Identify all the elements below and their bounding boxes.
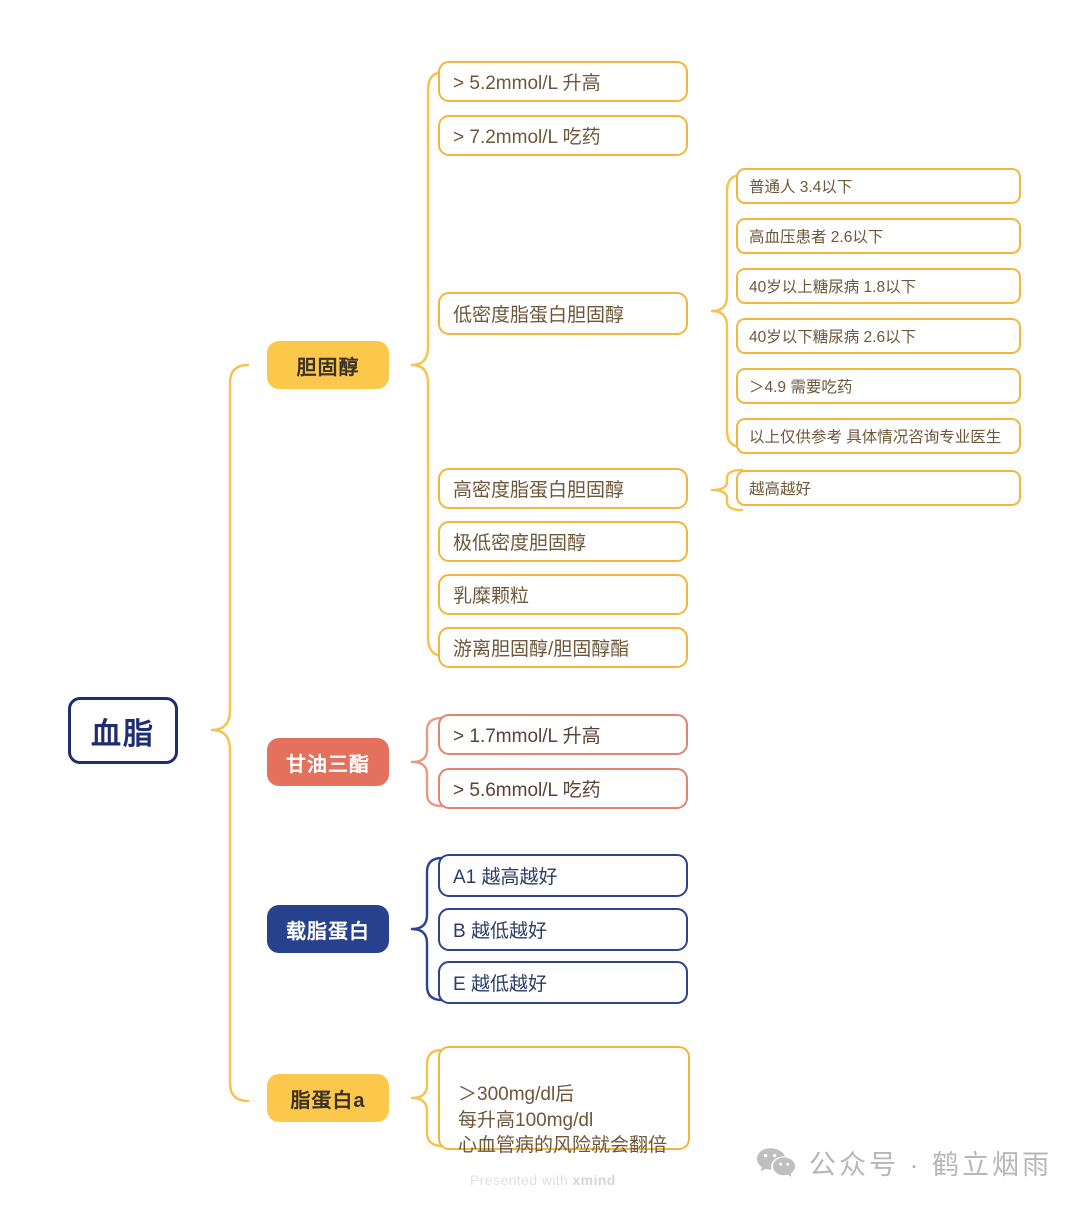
leaf-label: 40岁以上糖尿病 1.8以下	[749, 279, 917, 296]
wechat-label: 公众号 · 鹤立烟雨	[809, 1150, 1052, 1180]
leaf-label: > 5.2mmol/L 升高	[453, 73, 601, 94]
leaf-ldl-hypertension[interactable]: 高血压患者 2.6以下	[736, 218, 1021, 254]
leaf-ldl-normal-person[interactable]: 普通人 3.4以下	[736, 168, 1021, 204]
root-node-label: 血脂	[91, 717, 155, 751]
branch-label-cholesterol: 胆固醇	[296, 356, 360, 379]
brace-lipoprotein-a-children	[410, 1048, 444, 1148]
leaf-label: 越高越好	[749, 481, 812, 498]
branch-label-apolipoprotein: 载脂蛋白	[286, 920, 370, 943]
leaf-label: E 越低越好	[453, 974, 547, 995]
branch-label-lipoprotein-a: 脂蛋白a	[290, 1089, 366, 1112]
xmind-credit-name: xmind	[572, 1172, 616, 1188]
brace-ldl-children	[710, 173, 744, 449]
leaf-ldl-cholesterol[interactable]: 低密度脂蛋白胆固醇	[438, 292, 688, 335]
leaf-label: 高密度脂蛋白胆固醇	[453, 480, 625, 501]
leaf-label: 极低密度胆固醇	[453, 533, 587, 554]
wechat-icon	[756, 1147, 796, 1179]
leaf-label: 以上仅供参考 具体情况咨询专业医生	[749, 429, 1002, 446]
brace-hdl-children	[710, 468, 744, 512]
leaf-ldl-diabetes-over-40[interactable]: 40岁以上糖尿病 1.8以下	[736, 268, 1021, 304]
branch-node-lipoprotein-a[interactable]: 脂蛋白a	[267, 1074, 389, 1122]
leaf-label: B 越低越好	[453, 921, 547, 942]
branch-node-apolipoprotein[interactable]: 载脂蛋白	[267, 905, 389, 953]
leaf-lpa-risk-note[interactable]: ＞300mg/dl后 每升高100mg/dl 心血管病的风险就会翻倍	[438, 1046, 690, 1156]
leaf-apo-a1[interactable]: A1 越高越好	[438, 854, 688, 897]
leaf-label: ＞300mg/dl后 每升高100mg/dl 心血管病的风险就会翻倍	[458, 1084, 668, 1157]
xmind-credit: Presented with xmind	[470, 1172, 616, 1188]
leaf-free-cholesterol-ester[interactable]: 游离胆固醇/胆固醇酯	[438, 627, 688, 668]
brace-apolipoprotein-children	[410, 856, 444, 1002]
leaf-label: 高血压患者 2.6以下	[749, 229, 884, 246]
leaf-label: > 5.6mmol/L 吃药	[453, 780, 601, 801]
leaf-hdl-cholesterol[interactable]: 高密度脂蛋白胆固醇	[438, 468, 688, 509]
leaf-ldl-disclaimer[interactable]: 以上仅供参考 具体情况咨询专业医生	[736, 418, 1021, 454]
leaf-label: > 7.2mmol/L 吃药	[453, 127, 601, 148]
leaf-label: 普通人 3.4以下	[749, 179, 853, 196]
leaf-label: 乳糜颗粒	[453, 586, 530, 607]
root-node[interactable]: 血脂	[68, 697, 178, 764]
wechat-watermark: 公众号 · 鹤立烟雨	[756, 1143, 1052, 1182]
leaf-label: A1 越高越好	[453, 867, 558, 888]
leaf-ldl-diabetes-under-40[interactable]: 40岁以下糖尿病 2.6以下	[736, 318, 1021, 354]
branch-node-cholesterol[interactable]: 胆固醇	[267, 341, 389, 389]
leaf-apo-b[interactable]: B 越低越好	[438, 908, 688, 951]
xmind-credit-prefix: Presented with	[470, 1172, 573, 1188]
leaf-chol-total-high[interactable]: > 5.2mmol/L 升高	[438, 61, 688, 102]
brace-cholesterol-children	[410, 70, 446, 658]
leaf-tg-medicate[interactable]: > 5.6mmol/L 吃药	[438, 768, 688, 809]
branch-node-triglyceride[interactable]: 甘油三酯	[267, 738, 389, 786]
leaf-chylomicron[interactable]: 乳糜颗粒	[438, 574, 688, 615]
leaf-tg-elevated[interactable]: > 1.7mmol/L 升高	[438, 714, 688, 755]
leaf-vldl-cholesterol[interactable]: 极低密度胆固醇	[438, 521, 688, 562]
brace-root-to-branches	[210, 363, 250, 1103]
brace-triglyceride-children	[410, 716, 444, 808]
leaf-label: 40岁以下糖尿病 2.6以下	[749, 329, 917, 346]
leaf-hdl-higher-better[interactable]: 越高越好	[736, 470, 1021, 506]
leaf-label: > 1.7mmol/L 升高	[453, 726, 601, 747]
leaf-label: ＞4.9 需要吃药	[749, 379, 853, 396]
leaf-apo-e[interactable]: E 越低越好	[438, 961, 688, 1004]
branch-label-triglyceride: 甘油三酯	[286, 753, 370, 776]
leaf-label: 低密度脂蛋白胆固醇	[453, 305, 625, 326]
leaf-label: 游离胆固醇/胆固醇酯	[453, 639, 630, 660]
leaf-chol-total-medicate[interactable]: > 7.2mmol/L 吃药	[438, 115, 688, 156]
leaf-ldl-needs-medication[interactable]: ＞4.9 需要吃药	[736, 368, 1021, 404]
